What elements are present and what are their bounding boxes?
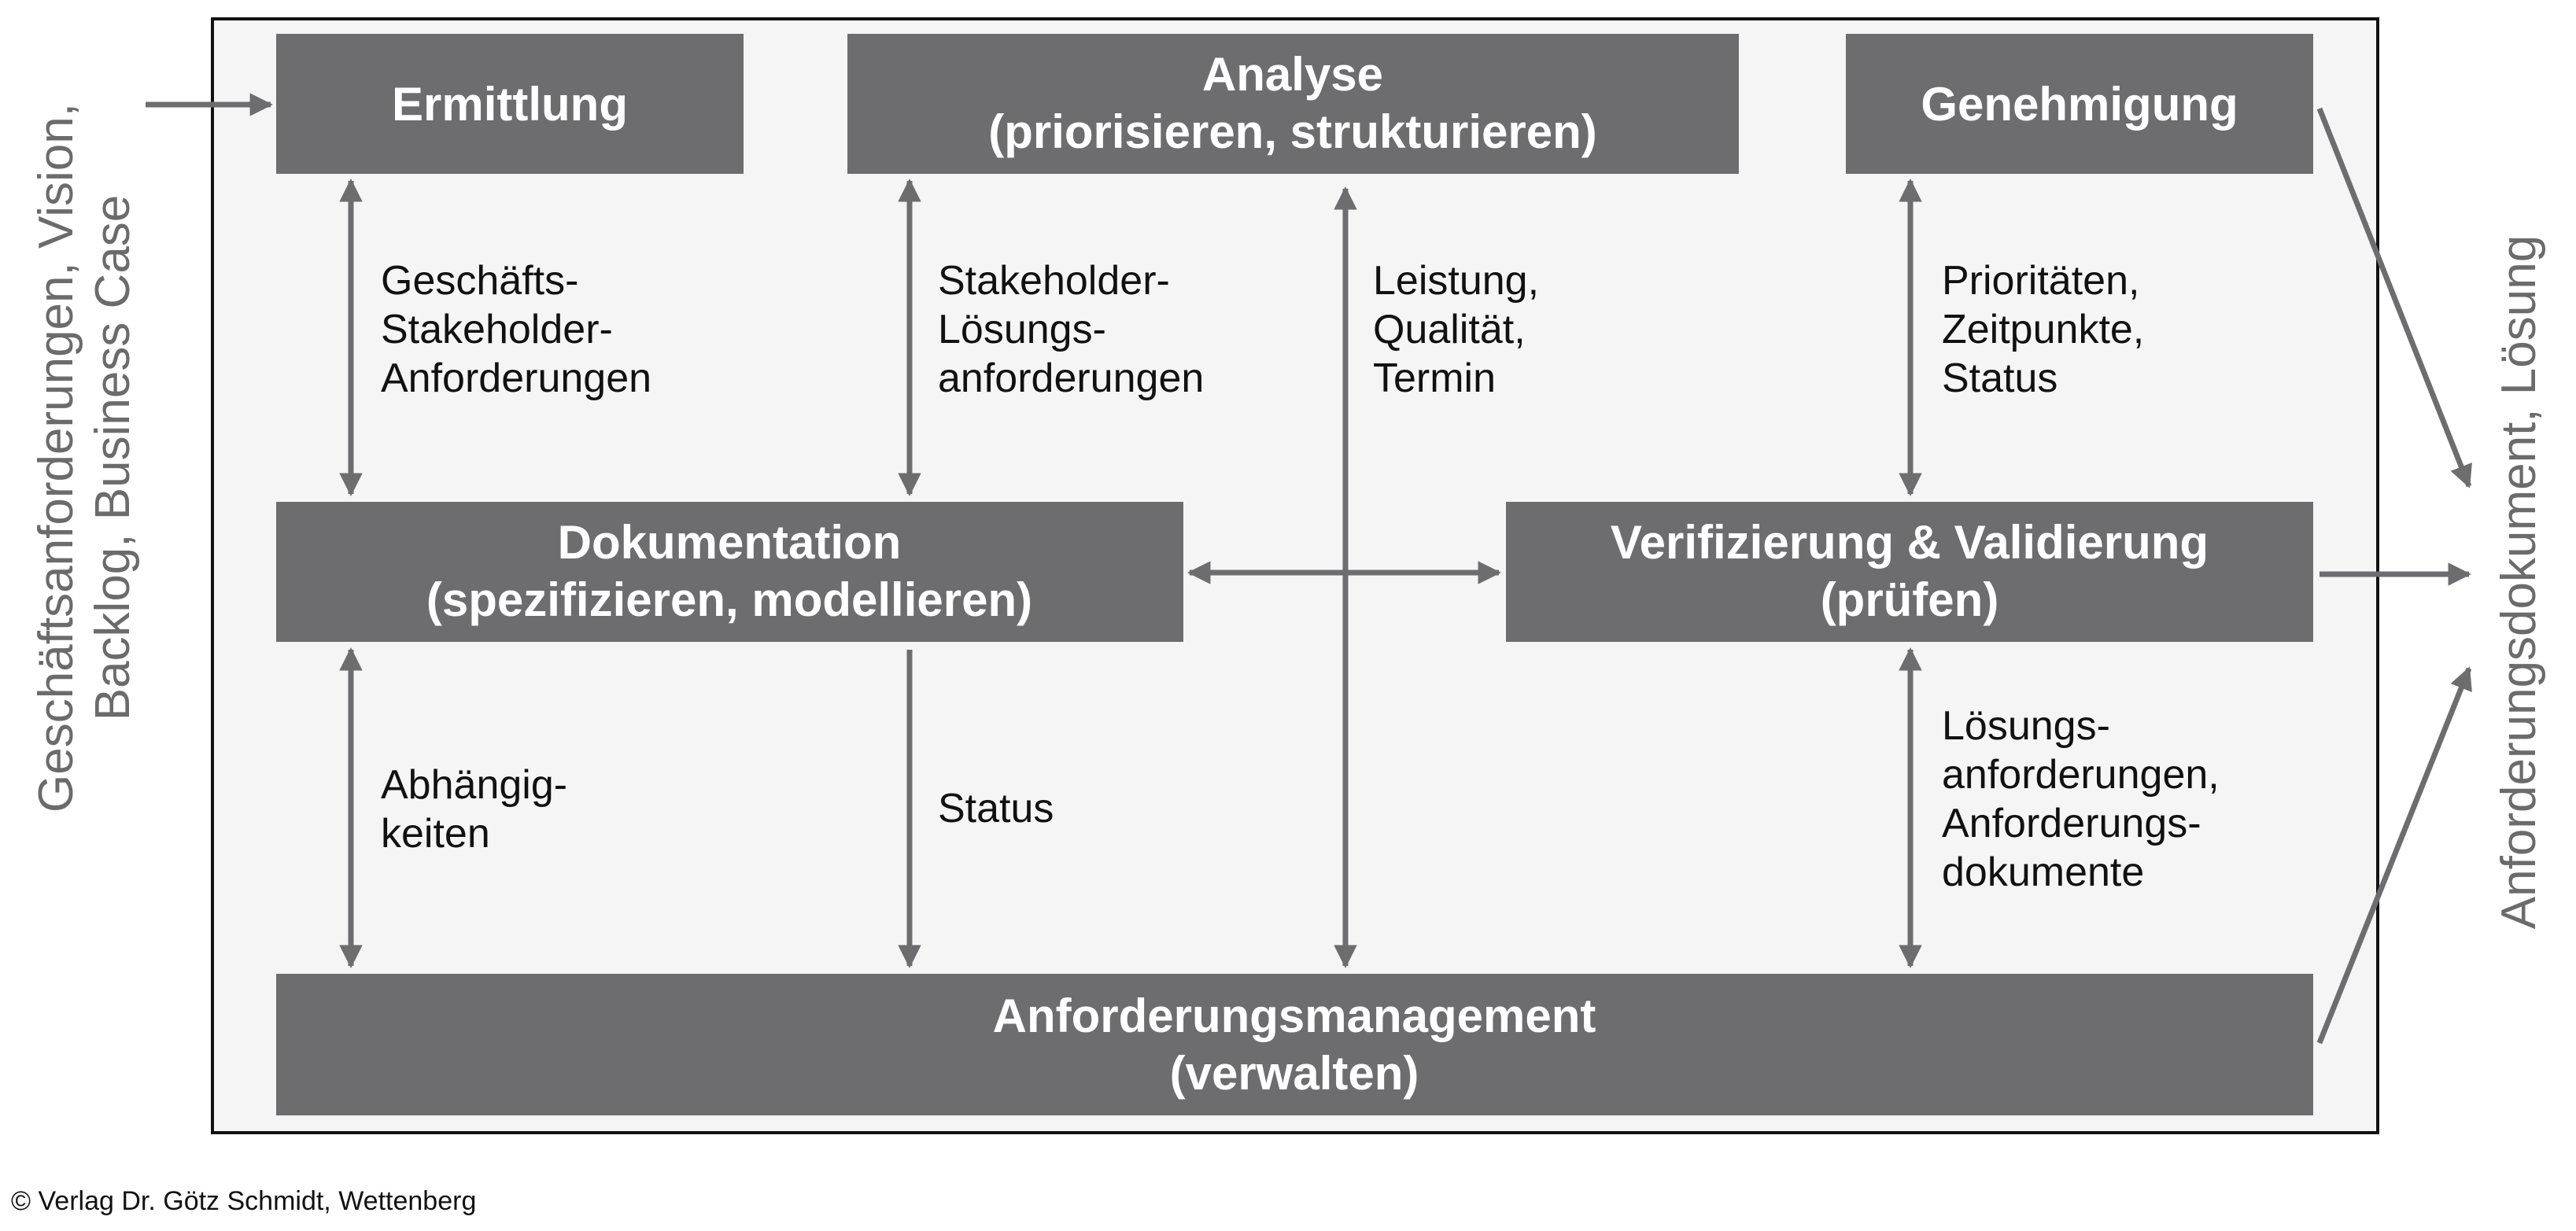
box-dokumentation: Dokumentation (spezifizieren, modelliere… [276, 502, 1183, 642]
label-genehmigung-verifizierung: Prioritäten, Zeitpunkte, Status [1942, 258, 2144, 401]
svg-text:Abhängig-: Abhängig- [381, 762, 567, 808]
svg-text:Status: Status [938, 786, 1054, 831]
input-side-label: Geschäftsanforderungen, Vision, Backlog,… [29, 103, 140, 813]
output-side-label: Anforderungsdokument, Lösung [2492, 235, 2546, 929]
box-verifizierung-subtitle: (prüfen) [1821, 573, 1999, 626]
box-management-subtitle: (verwalten) [1170, 1047, 1419, 1100]
svg-text:Status: Status [1942, 356, 2057, 401]
svg-text:Geschäfts-: Geschäfts- [381, 258, 578, 304]
svg-text:Anforderungen: Anforderungen [381, 356, 651, 401]
box-genehmigung-title: Genehmigung [1921, 78, 2238, 131]
svg-text:Backlog, Business Case: Backlog, Business Case [86, 195, 140, 721]
svg-text:anforderungen: anforderungen [938, 356, 1204, 401]
svg-text:Stakeholder-: Stakeholder- [381, 307, 613, 352]
label-analyse-management: Leistung, Qualität, Termin [1373, 258, 1539, 401]
label-dokumentation-management-left: Abhängig- keiten [381, 762, 567, 857]
box-analyse-subtitle: (priorisieren, strukturieren) [988, 105, 1597, 158]
svg-text:keiten: keiten [381, 811, 490, 857]
box-analyse-title: Analyse [1202, 48, 1383, 101]
box-ermittlung: Ermittlung [276, 34, 744, 174]
svg-text:Prioritäten,: Prioritäten, [1942, 258, 2139, 304]
svg-text:anforderungen,: anforderungen, [1942, 752, 2220, 798]
label-dokumentation-management-right: Status [938, 786, 1054, 831]
box-management: Anforderungsmanagement (verwalten) [276, 974, 2313, 1115]
svg-text:Leistung,: Leistung, [1373, 258, 1539, 304]
label-analyse-dokumentation: Stakeholder- Lösungs- anforderungen [938, 258, 1204, 401]
box-ermittlung-title: Ermittlung [392, 78, 628, 131]
svg-text:Anforderungsdokument, Lösung: Anforderungsdokument, Lösung [2492, 235, 2546, 929]
output-arrow-genehmigung [2316, 107, 2472, 488]
svg-text:Stakeholder-: Stakeholder- [938, 258, 1170, 304]
svg-text:Lösungs-: Lösungs- [1942, 703, 2110, 749]
output-arrow-management [2316, 666, 2472, 1045]
box-dokumentation-title: Dokumentation [558, 516, 902, 569]
box-analyse: Analyse (priorisieren, strukturieren) [847, 34, 1739, 174]
svg-text:Termin: Termin [1373, 356, 1496, 401]
svg-text:Lösungs-: Lösungs- [938, 307, 1106, 352]
label-ermittlung-dokumentation: Geschäfts- Stakeholder- Anforderungen [381, 258, 651, 401]
svg-text:Qualität,: Qualität, [1373, 307, 1526, 352]
svg-text:Geschäftsanforderungen, Vision: Geschäftsanforderungen, Vision, [29, 103, 83, 813]
box-verifizierung: Verifizierung & Validierung (prüfen) [1506, 502, 2313, 642]
label-verifizierung-management: Lösungs- anforderungen, Anforderungs- do… [1942, 703, 2220, 895]
box-verifizierung-title: Verifizierung & Validierung [1611, 516, 2209, 569]
box-management-title: Anforderungsmanagement [993, 990, 1596, 1042]
copyright-text: © Verlag Dr. Götz Schmidt, Wettenberg [11, 1186, 476, 1216]
svg-text:Zeitpunkte,: Zeitpunkte, [1942, 307, 2144, 352]
box-dokumentation-subtitle: (spezifizieren, modellieren) [426, 573, 1032, 626]
svg-text:Anforderungs-: Anforderungs- [1942, 801, 2201, 846]
box-genehmigung: Genehmigung [1846, 34, 2313, 174]
svg-text:dokumente: dokumente [1942, 850, 2144, 895]
